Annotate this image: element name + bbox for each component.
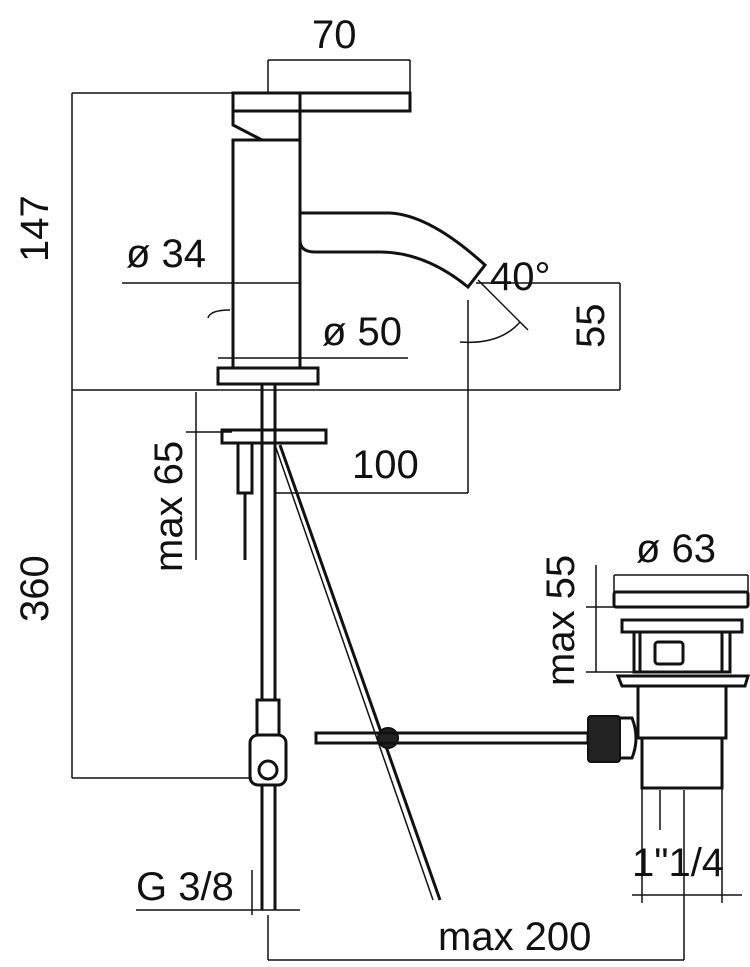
- waste-cap: [612, 590, 750, 609]
- waste-cage: [632, 632, 732, 674]
- spout: [298, 211, 488, 290]
- clevis-joint: [377, 727, 399, 749]
- popup-rod: [278, 444, 442, 901]
- pull-rod: [314, 731, 590, 745]
- label-diameter-50: ø 50: [322, 310, 402, 354]
- cartridge-head: [231, 91, 302, 142]
- label-angle-40: 40°: [490, 255, 551, 299]
- label-max-55: max 55: [539, 555, 583, 686]
- label-100: 100: [352, 443, 419, 487]
- label-max-65: max 65: [147, 441, 191, 572]
- fixing-stud: [236, 441, 254, 495]
- body-column: [231, 138, 302, 370]
- label-diameter-63: ø 63: [636, 527, 716, 571]
- angle-arc: [459, 321, 521, 344]
- label-thread-1-1-4: 1"1/4: [632, 841, 724, 885]
- base-ring: [216, 366, 320, 386]
- label-360: 360: [13, 555, 57, 622]
- waste-seal: [620, 618, 744, 634]
- handle-lever: [231, 91, 412, 113]
- label-max-200: max 200: [438, 915, 591, 959]
- waste-flange: [615, 674, 750, 688]
- waste-lever-housing: [587, 715, 621, 763]
- dimension-lines: [71, 59, 749, 961]
- label-70: 70: [312, 13, 357, 57]
- waste-body: [636, 684, 728, 740]
- hose-connector-detail: [257, 759, 279, 781]
- label-55: 55: [569, 304, 613, 349]
- label-diameter-34: ø 34: [126, 232, 206, 276]
- dimension-labels: 70 147 ø 34 ø 50 40° 55 100 max 65 360 m…: [13, 13, 724, 959]
- label-147: 147: [13, 195, 57, 262]
- waste-cage-window: [653, 640, 685, 666]
- waste-lever-joint: [620, 716, 638, 760]
- popup-knob: [207, 309, 231, 319]
- label-g-3-8: G 3/8: [136, 865, 234, 909]
- angle-ray: [477, 279, 529, 331]
- faucet-body: [207, 91, 590, 910]
- waste-tail: [640, 736, 724, 790]
- waste-valve: [587, 590, 750, 790]
- hose-nut-upper: [255, 698, 281, 737]
- popup-rod-inner: [274, 444, 434, 901]
